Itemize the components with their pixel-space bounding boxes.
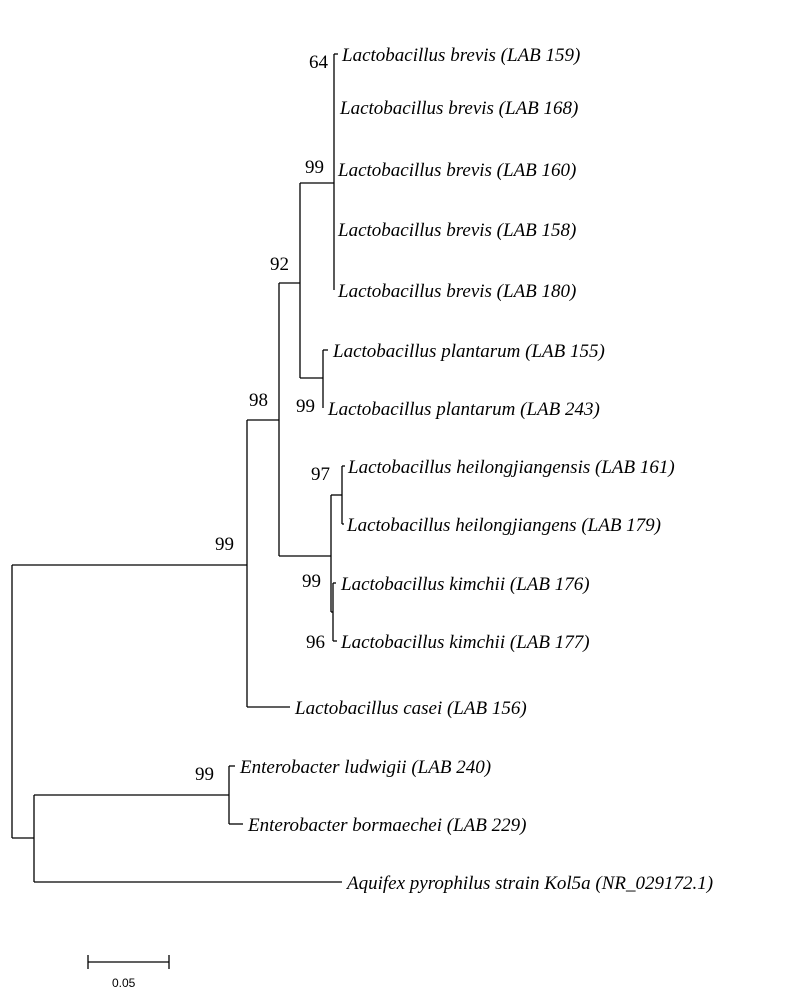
bootstrap-value: 99 (296, 396, 315, 417)
scale-bar: 0.05 (87, 955, 170, 990)
taxon-label: Lactobacillus kimchii (LAB 177) (340, 632, 590, 653)
tree-branches (11, 53, 345, 883)
bootstrap-value: 92 (270, 254, 289, 275)
scale-bar-label: 0.05 (112, 976, 136, 990)
taxon-label: Lactobacillus heilongjiangensis (LAB 161… (347, 457, 675, 478)
taxon-label: Lactobacillus brevis (LAB 159) (341, 45, 580, 66)
bootstrap-value: 99 (215, 534, 234, 555)
taxon-label: Lactobacillus kimchii (LAB 176) (340, 574, 590, 595)
taxon-label: Lactobacillus brevis (LAB 168) (339, 98, 578, 119)
taxon-label: Lactobacillus plantarum (LAB 243) (327, 399, 600, 420)
bootstrap-value: 99 (195, 764, 214, 785)
taxon-labels: Lactobacillus brevis (LAB 159) Lactobaci… (239, 45, 713, 894)
taxon-label: Lactobacillus brevis (LAB 160) (337, 160, 576, 181)
taxon-label: Enterobacter ludwigii (LAB 240) (239, 757, 491, 778)
bootstrap-value: 97 (311, 464, 330, 485)
taxon-label: Aquifex pyrophilus strain Kol5a (NR_0291… (345, 873, 713, 894)
taxon-label: Lactobacillus heilongjiangens (LAB 179) (346, 515, 661, 536)
bootstrap-value: 98 (249, 390, 268, 411)
bootstrap-values: 64 99 92 99 97 99 96 98 99 99 (195, 52, 330, 785)
taxon-label: Lactobacillus brevis (LAB 158) (337, 220, 576, 241)
bootstrap-value: 99 (305, 157, 324, 178)
bootstrap-value: 96 (306, 632, 325, 653)
taxon-label: Enterobacter bormaechei (LAB 229) (247, 815, 526, 836)
bootstrap-value: 64 (309, 52, 329, 73)
bootstrap-value: 99 (302, 571, 321, 592)
taxon-label: Lactobacillus casei (LAB 156) (294, 698, 527, 719)
taxon-label: Lactobacillus brevis (LAB 180) (337, 281, 576, 302)
taxon-label: Lactobacillus plantarum (LAB 155) (332, 341, 605, 362)
